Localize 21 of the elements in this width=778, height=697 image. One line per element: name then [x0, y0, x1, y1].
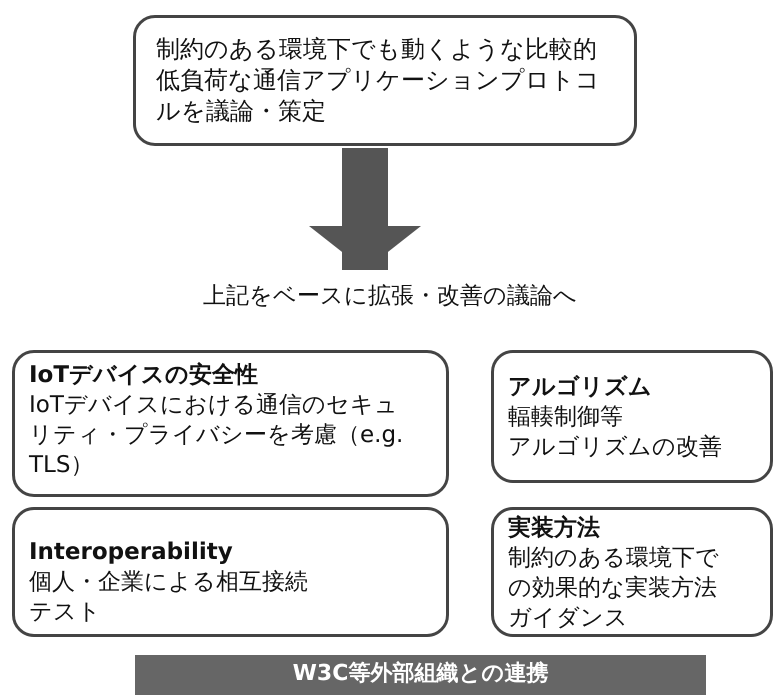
- body-text: テスト: [29, 598, 102, 627]
- rounded-box: [12, 507, 449, 637]
- rounded-box: [12, 350, 449, 497]
- body-text: ガイダンス: [508, 604, 629, 633]
- rounded-box: [491, 350, 773, 483]
- rounded-box: [491, 507, 773, 637]
- banner-bar: [135, 655, 706, 695]
- rounded-box: [133, 15, 637, 146]
- heading: 実装方法: [508, 514, 601, 543]
- heading: Interoperability: [29, 538, 234, 567]
- body-text: 輻輳制御等: [508, 402, 624, 432]
- body-text: 個人・企業による相互接続: [29, 568, 309, 597]
- body-text: W3C等外部組織との連携: [292, 660, 550, 688]
- body-text: IoTデバイスにおける通信のセキュリティ・プライバシーを考慮（e.g.TLS）: [29, 390, 404, 480]
- heading: アルゴリズム: [508, 373, 653, 402]
- body-text: アルゴリズムの改善: [508, 432, 723, 462]
- body-text: 制約のある環境下での効果的な実装方法: [508, 544, 720, 603]
- note-text: 上記をベースに拡張・改善の議論へ: [202, 282, 578, 311]
- heading: IoTデバイスの安全性: [29, 361, 260, 390]
- body-text: 制約のある環境下でも動くような比較的低負荷な通信アプリケーションプロトコルを議論・策定: [156, 34, 601, 128]
- block-arrow: [309, 148, 421, 270]
